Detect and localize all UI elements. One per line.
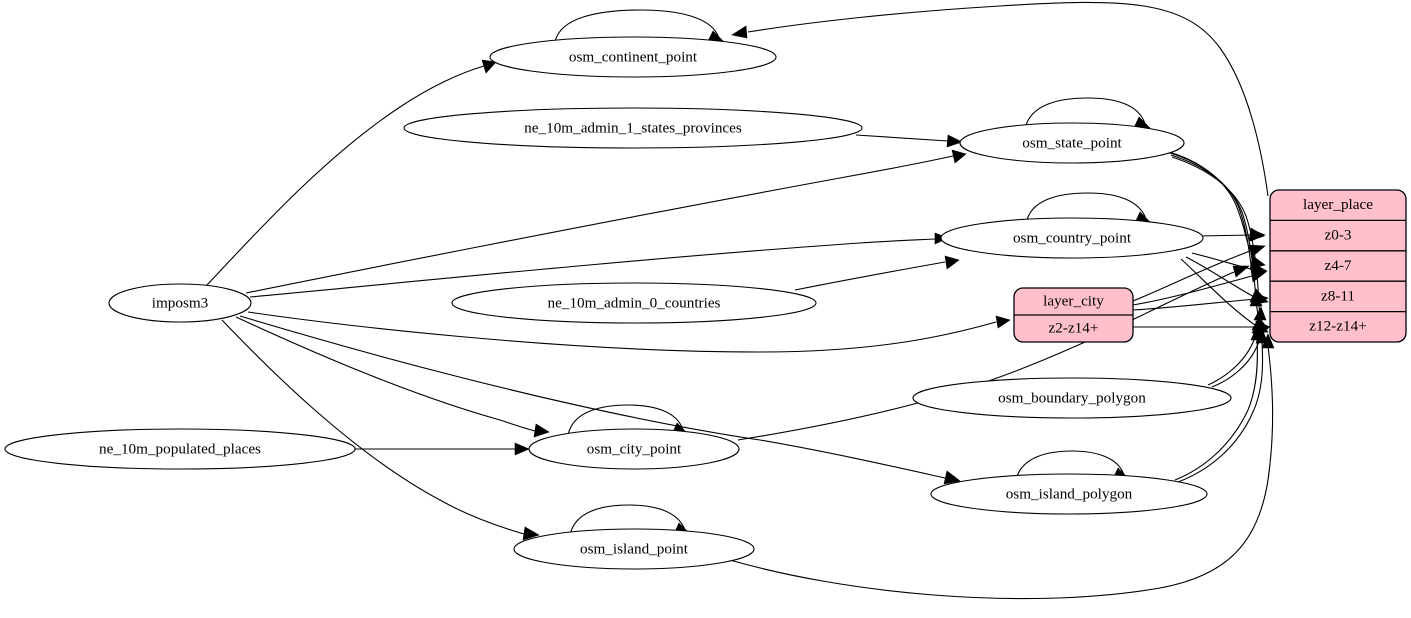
edge-layer	[205, 1, 1275, 600]
node-osm_country_point[interactable]: osm_country_point	[940, 217, 1204, 259]
node-osm_city_point[interactable]: osm_city_point	[528, 428, 740, 470]
record-row-layer_place-z8-11: z8-11	[1321, 287, 1355, 304]
node-osm_state_point[interactable]: osm_state_point	[959, 122, 1185, 164]
node-osm_boundary_polygon[interactable]: osm_boundary_polygon	[912, 377, 1232, 419]
node-ne_10m_populated_places[interactable]: ne_10m_populated_places	[4, 428, 356, 470]
edge-imposm3-to-osm_continent_point[interactable]	[205, 59, 497, 287]
node-label-osm_island_point: osm_island_point	[580, 540, 689, 557]
record-row-layer_city-z2-z14: z2-z14+	[1049, 319, 1099, 336]
edge-ne_10m_admin_1_states_provinces-to-osm_state_point[interactable]	[855, 134, 963, 148]
node-label-ne_10m_admin_1_states_provinces: ne_10m_admin_1_states_provinces	[524, 119, 742, 136]
node-label-osm_city_point: osm_city_point	[587, 440, 682, 457]
edge-imposm3-to-osm_state_point[interactable]	[245, 149, 967, 294]
record-row-layer_city-title: layer_city	[1043, 292, 1104, 309]
edge-osm_island_point-to-layer_place[interactable]	[729, 333, 1275, 600]
node-label-osm_country_point: osm_country_point	[1013, 229, 1132, 246]
record-node-layer: layer_city z2-z14+ layer_place z0-3 z4-7…	[1013, 189, 1407, 343]
record-row-layer_place-z12-z14: z12-z14+	[1309, 318, 1366, 335]
record-node-layer_place[interactable]: layer_place z0-3 z4-7 z8-11 z12-z14+	[1269, 189, 1407, 343]
node-label-osm_island_polygon: osm_island_polygon	[1006, 485, 1133, 502]
record-row-layer_place-title: layer_place	[1303, 196, 1373, 213]
node-label-osm_state_point: osm_state_point	[1022, 134, 1122, 151]
edge-imposm3-to-layer_city[interactable]	[247, 311, 1011, 353]
node-osm_continent_point[interactable]: osm_continent_point	[489, 36, 777, 78]
edge-layer_city-to-layer_place[interactable]	[1132, 244, 1271, 334]
node-ne_10m_admin_0_countries[interactable]: ne_10m_admin_0_countries	[451, 282, 817, 324]
node-ne_10m_admin_1_states_provinces[interactable]: ne_10m_admin_1_states_provinces	[403, 107, 863, 149]
node-label-osm_boundary_polygon: osm_boundary_polygon	[998, 389, 1146, 406]
node-imposm3[interactable]: imposm3	[108, 283, 252, 323]
edge-osm_island_polygon-to-layer_place[interactable]	[1174, 325, 1269, 483]
node-label-imposm3: imposm3	[152, 294, 209, 311]
node-label-ne_10m_populated_places: ne_10m_populated_places	[99, 440, 261, 457]
edge-ne_10m_admin_0_countries-to-osm_country_point[interactable]	[794, 255, 960, 291]
edge-ne_10m_populated_places-to-osm_city_point[interactable]	[355, 442, 530, 456]
edge-imposm3-to-osm_island_polygon[interactable]	[239, 315, 961, 485]
record-row-layer_place-z0-3: z0-3	[1325, 226, 1352, 243]
node-label-osm_continent_point: osm_continent_point	[569, 48, 698, 65]
edge-layer_place-to-osm_continent_point[interactable]	[731, 1, 1269, 197]
node-label-ne_10m_admin_0_countries: ne_10m_admin_0_countries	[548, 294, 721, 311]
edge-imposm3-to-osm_city_point[interactable]	[235, 316, 550, 438]
edge-imposm3-to-osm_island_point[interactable]	[221, 319, 540, 541]
node-osm_island_point[interactable]: osm_island_point	[513, 528, 755, 570]
record-node-layer_city[interactable]: layer_city z2-z14+	[1013, 287, 1134, 343]
node-osm_island_polygon[interactable]: osm_island_polygon	[930, 473, 1208, 515]
node-layer: imposm3 ne_10m_populated_places ne_10m_a…	[4, 36, 1232, 570]
record-row-layer_place-z4-7: z4-7	[1325, 257, 1352, 274]
